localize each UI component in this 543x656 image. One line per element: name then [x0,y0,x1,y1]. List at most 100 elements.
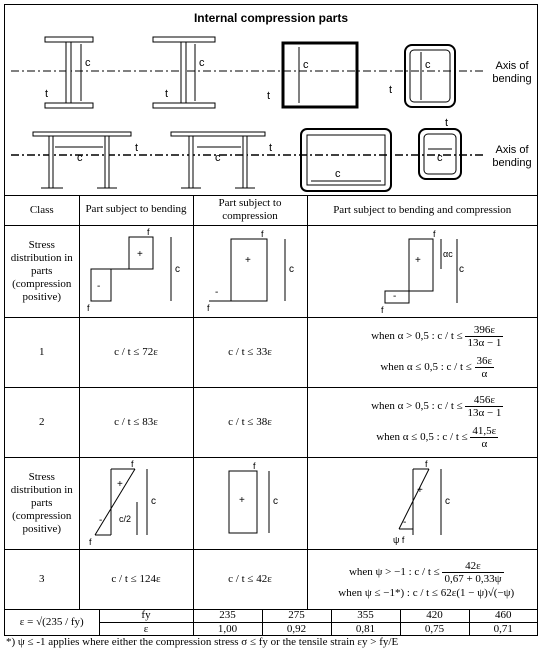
svg-text:f: f [381,305,384,313]
svg-text:c: c [425,59,431,71]
svg-text:f: f [433,229,436,239]
stress-diagram-bending-3: c c/2 + - f f [78,456,194,550]
svg-text:c: c [175,264,180,275]
fy-value: 420 [399,609,470,623]
svg-text:t: t [389,84,392,96]
eps-label: ε [99,621,194,636]
svg-text:f: f [131,459,134,469]
stress-diagram-both-3: c + - f ψ f [306,456,537,550]
page-title: Internal compression parts [193,11,349,25]
built-up-section-2: c t [170,131,272,189]
fy-value: 275 [261,609,332,623]
svg-text:c: c [303,59,309,71]
svg-text:t: t [445,117,448,129]
classification-sheet: Internal compression parts c t c t [4,4,538,636]
svg-text:t: t [135,142,138,154]
eps-value: 0,92 [261,621,332,636]
class-1-row: 1 c / t ≤ 72ε c / t ≤ 33ε when α > 0,5 :… [5,316,537,388]
section-diagrams: Internal compression parts c t c t [5,5,537,196]
col-bending-compression: Part subject to bending and compression [306,195,537,226]
class-3-bending: c / t ≤ 124ε [78,548,194,610]
eps-value: 1,00 [192,621,263,636]
col-compression: Part subject to compression [192,195,308,226]
axis-of-bending-label-1: Axis of bending [492,60,532,85]
rhs-section-1: c t [389,44,456,108]
axis-of-bending-label-2: Axis of bending [492,144,532,169]
svg-text:f: f [253,461,256,471]
svg-text:-: - [403,517,406,528]
svg-text:+: + [245,255,251,266]
class-1-compression: c / t ≤ 33ε [192,316,308,388]
svg-text:c: c [77,152,83,164]
eps-value: 0,71 [468,621,537,636]
svg-text:f: f [425,459,428,469]
svg-text:ψ f: ψ f [393,535,405,545]
class-1-bending: c / t ≤ 72ε [78,316,194,388]
eps-value: 0,75 [399,621,470,636]
class-2-label: 2 [5,386,80,458]
svg-text:αc: αc [443,249,453,259]
svg-text:+: + [415,255,421,266]
stress-diagram-compression-3: c + f [192,456,308,550]
eps-value: 0,81 [330,621,401,636]
svg-text:f: f [207,303,210,313]
box-section-1: c t [267,41,359,109]
svg-text:c: c [437,152,443,164]
stress-diagram-bending: c + - f f [78,224,194,318]
svg-text:f: f [87,303,90,313]
svg-text:-: - [215,287,218,298]
fy-value: 355 [330,609,401,623]
svg-text:c: c [459,264,464,275]
svg-text:f: f [261,229,264,239]
epsilon-formula: ε = √(235 / fy) [5,609,100,636]
svg-text:+: + [137,249,143,260]
fy-value: 460 [468,609,537,623]
stress-row-1: Stress distribution in parts (compressio… [5,224,537,318]
box-section-2: c [300,128,392,192]
epsilon-table: ε = √(235 / fy) fy 235 275 355 420 460 ε… [5,609,537,636]
class-2-row: 2 c / t ≤ 83ε c / t ≤ 38ε when α > 0,5 :… [5,386,537,458]
rhs-section-2: c t [418,117,462,180]
i-section-2: c t [152,36,216,109]
svg-text:f: f [147,227,150,237]
fy-row: ε = √(235 / fy) fy 235 275 355 420 460 [5,609,537,636]
class-2-bending: c / t ≤ 83ε [78,386,194,458]
table-header-row: Class Part subject to bending Part subje… [5,195,537,226]
stress-row-2: Stress distribution in parts (compressio… [5,456,537,550]
svg-text:-: - [97,281,100,292]
stress-diagram-both: αc c + - f f [306,224,537,318]
svg-text:c: c [445,496,450,507]
svg-text:c: c [199,57,205,69]
svg-text:t: t [267,90,270,102]
stress-label-2: Stress distribution in parts (compressio… [5,456,80,550]
svg-text:c: c [215,152,221,164]
fy-value: 235 [192,609,263,623]
i-section-1: c t [44,36,94,109]
svg-text:+: + [117,479,123,490]
fy-label: fy [98,609,194,623]
svg-text:-: - [99,515,102,526]
svg-text:c: c [151,496,156,507]
svg-text:t: t [165,88,168,100]
class-2-compression: c / t ≤ 38ε [192,386,308,458]
dim-c-1: c [85,57,91,69]
svg-text:c: c [335,168,341,180]
class-3-compression: c / t ≤ 42ε [192,548,308,610]
svg-text:c: c [273,496,278,507]
built-up-section-1: c t [32,131,138,189]
class-1-label: 1 [5,316,80,388]
col-bending: Part subject to bending [78,195,194,226]
svg-text:-: - [393,291,396,302]
class-3-label: 3 [5,548,80,610]
col-class: Class [5,195,80,226]
stress-diagram-compression: c + - f f [192,224,308,318]
eps-row: ε 1,00 0,92 0,81 0,75 0,71 [5,621,537,636]
svg-text:c: c [289,264,294,275]
cross-section-diagrams: c t c t c t [11,36,483,192]
svg-text:+: + [239,495,245,506]
svg-text:c/2: c/2 [119,514,131,524]
svg-text:t: t [269,142,272,154]
